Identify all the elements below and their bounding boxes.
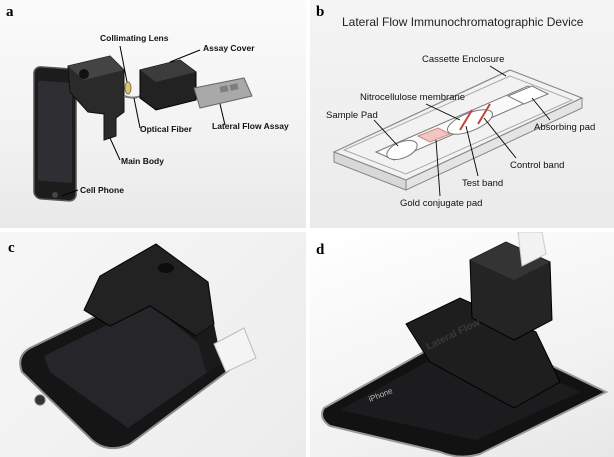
attachment-illustration <box>83 243 222 372</box>
callout-test-band: Test band <box>462 178 503 189</box>
strip-illustration <box>374 85 550 161</box>
callout-cassette-enclosure: Cassette Enclosure <box>422 54 504 65</box>
panel-a-leader-lines <box>61 45 226 197</box>
panel-d-photo-back: d iPhone Lateral Flow <box>310 232 614 457</box>
phone-with-attachment-photo <box>19 243 257 450</box>
membrane-window <box>446 109 494 135</box>
panel-label-a: a <box>6 4 14 20</box>
callout-nitrocellulose-membrane: Nitrocellulose membrane <box>360 92 465 103</box>
cell-phone-illustration <box>33 66 77 202</box>
cassette-drawing: Lateral Flow Immunochromatographic Devic… <box>326 15 595 209</box>
panel-a-exploded-view: a <box>0 0 306 228</box>
lateral-flow-assay-illustration <box>193 77 253 109</box>
callout-main-body: Main Body <box>121 156 164 166</box>
panel-label-d: d <box>316 242 325 258</box>
collimating-lens-illustration <box>124 81 132 95</box>
test-cartridge-illustration <box>213 327 257 373</box>
panel-label-c: c <box>8 240 15 256</box>
panel-label-b: b <box>316 4 325 20</box>
test-band <box>459 109 473 131</box>
absorbing-pad <box>506 85 550 105</box>
sample-pad-well <box>386 139 418 161</box>
callout-assay-cover: Assay Cover <box>203 43 255 53</box>
gold-conjugate-pad <box>416 127 452 143</box>
attachment-back-illustration: Lateral Flow <box>405 232 561 409</box>
callout-gold-conjugate-pad: Gold conjugate pad <box>400 198 482 209</box>
callout-optical-fiber: Optical Fiber <box>140 124 193 134</box>
assay-cover-illustration <box>139 59 197 111</box>
main-body-illustration <box>67 55 125 141</box>
exploded-device-drawing: Collimating Lens Assay Cover Optical Fib… <box>33 33 289 202</box>
test-cartridge-top <box>517 232 547 267</box>
phone-back-attachment-photo: iPhone Lateral Flow <box>321 232 609 457</box>
callout-collimating-lens: Collimating Lens <box>100 33 169 43</box>
panel-b-title: Lateral Flow Immunochromatographic Devic… <box>342 15 584 29</box>
callout-control-band: Control band <box>510 160 564 171</box>
callout-sample-pad: Sample Pad <box>326 110 378 121</box>
phone-illustration <box>19 288 242 450</box>
panel-c-photo-front: c <box>0 232 306 457</box>
callout-lateral-flow-assay: Lateral Flow Assay <box>212 121 289 131</box>
callout-cell-phone: Cell Phone <box>80 185 124 195</box>
panel-b-cassette-diagram: b Lateral Flow Immunochromatographic Dev… <box>310 0 614 228</box>
panel-b-leader-lines <box>373 65 551 197</box>
control-band <box>477 103 491 125</box>
callout-absorbing-pad: Absorbing pad <box>534 122 595 133</box>
